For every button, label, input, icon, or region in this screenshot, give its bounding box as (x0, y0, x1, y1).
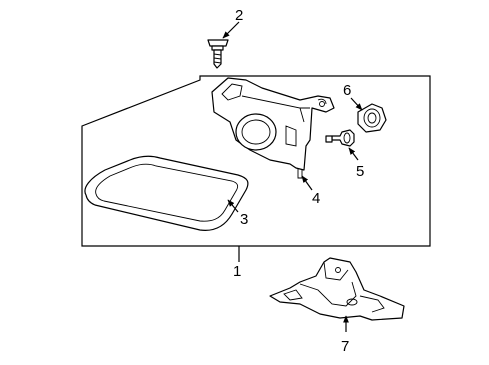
callout-7: 7 (341, 338, 349, 355)
callout-2: 2 (235, 7, 243, 24)
callout-4: 4 (312, 190, 320, 207)
callout-3: 3 (240, 211, 248, 228)
leader-4 (301, 175, 313, 191)
leader-2 (222, 21, 240, 39)
socket-part (357, 103, 387, 133)
callout-6: 6 (343, 82, 351, 99)
bulb-part (325, 129, 355, 147)
housing-part (211, 77, 335, 179)
assembly-outline (81, 75, 431, 247)
callout-1: 1 (233, 263, 241, 280)
leader-6 (350, 97, 363, 111)
screw-part (207, 39, 229, 69)
leader-5 (348, 147, 359, 161)
callout-5: 5 (356, 163, 364, 180)
leader-3 (227, 199, 239, 213)
lens-part (84, 155, 249, 231)
bracket-part (269, 257, 405, 321)
